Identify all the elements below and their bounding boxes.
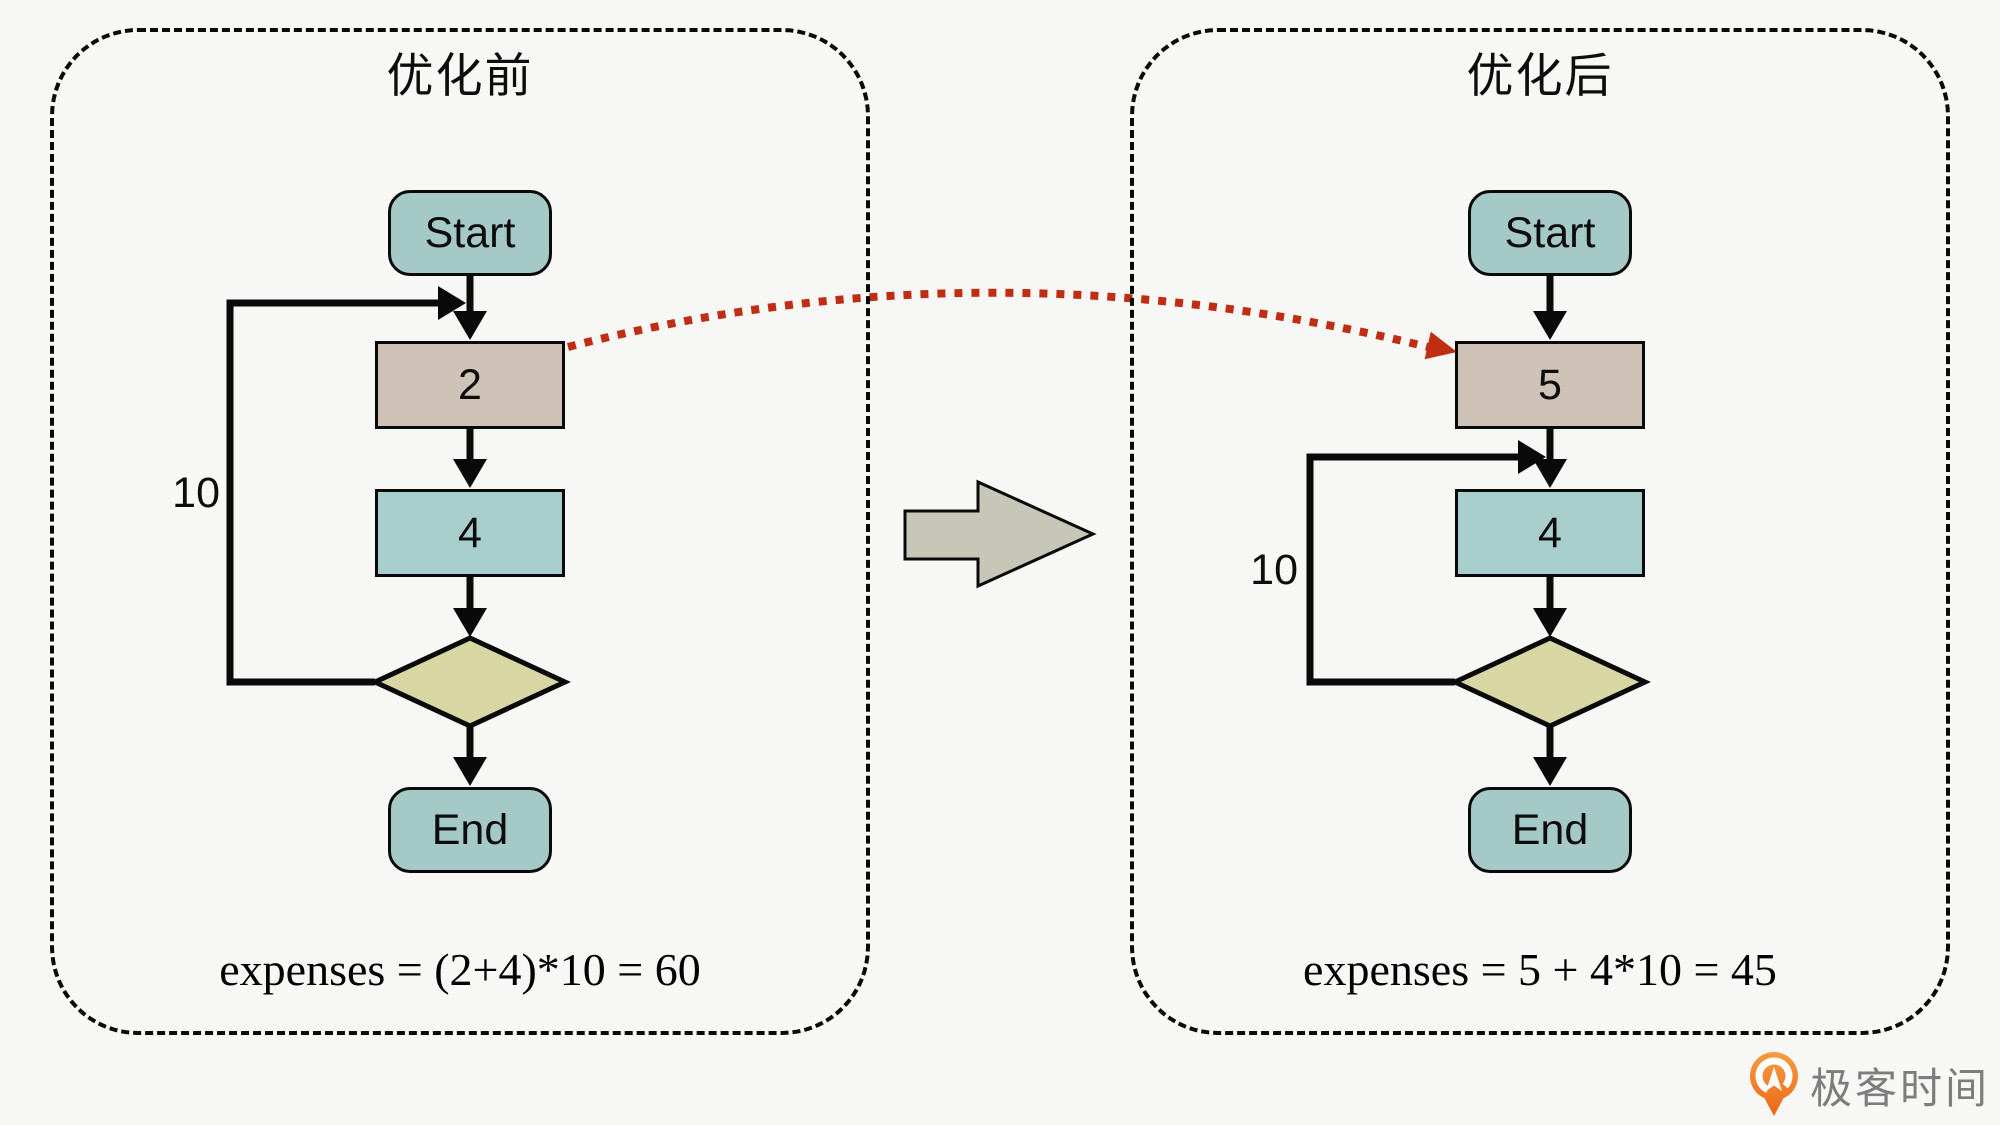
before-expenses-formula: expenses = (2+4)*10 = 60 [219, 944, 701, 995]
after-start-node: Start [1468, 190, 1632, 276]
before-end-node: End [388, 787, 552, 873]
before-loop-count-label: 10 [172, 469, 220, 517]
after-loop-count-label: 10 [1250, 546, 1298, 594]
geektime-logo-icon [1750, 1052, 1798, 1116]
geektime-logo: 极客时间 [1748, 1050, 1990, 1120]
before-step2-node: 4 [375, 489, 565, 577]
after-step1-node: 5 [1455, 341, 1645, 429]
panel-after-title: 优化后 [1466, 49, 1614, 102]
geektime-logo-text: 极客时间 [1810, 1064, 1991, 1112]
before-start-node: Start [388, 190, 552, 276]
panel-before [50, 28, 870, 1035]
after-step2-node: 4 [1455, 489, 1645, 577]
after-end-node: End [1468, 787, 1632, 873]
after-expenses-formula: expenses = 5 + 4*10 = 45 [1303, 944, 1777, 995]
transform-block-arrow-icon [903, 479, 1097, 589]
before-step1-node: 2 [375, 341, 565, 429]
panel-after [1130, 28, 1950, 1035]
panel-before-title: 优化前 [386, 49, 534, 102]
